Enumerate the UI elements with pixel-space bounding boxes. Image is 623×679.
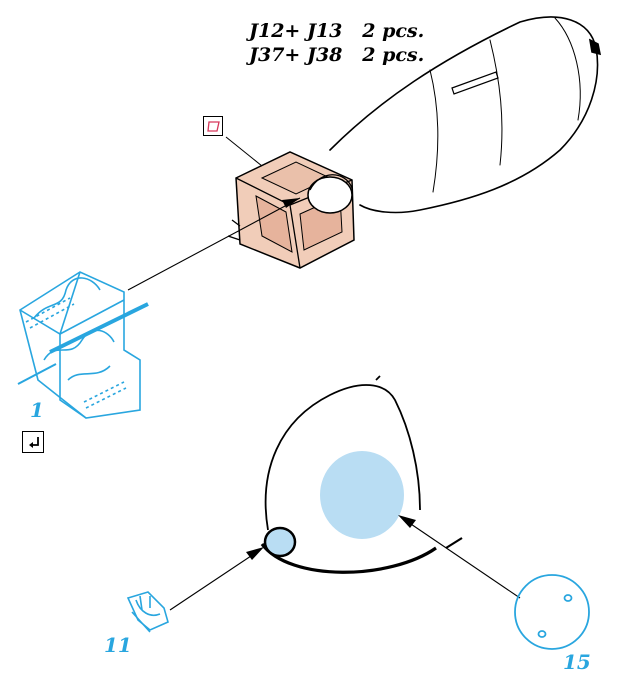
part-15-disc (514, 574, 590, 650)
nose-cone (260, 375, 463, 574)
leader-line-part-15 (404, 519, 521, 599)
tail-fin-assembly (227, 151, 355, 269)
part-number-1: 1 (30, 398, 44, 422)
leader-line-part-11 (169, 549, 261, 611)
part-number-15: 15 (563, 650, 591, 674)
arrowhead-part-1 (282, 198, 300, 208)
part-count-line-1: J12+ J13 2 pcs. (249, 20, 425, 42)
bend-arrow-icon (22, 431, 44, 453)
arrowhead-part-15 (398, 515, 416, 528)
leader-line-paint (225, 136, 263, 167)
paint-swatch-icon (203, 116, 223, 136)
part-11-clip (126, 591, 169, 633)
part-1-fin (17, 271, 149, 419)
part-number-11: 11 (104, 633, 132, 657)
leader-line-part-1 (127, 197, 301, 291)
arrowhead-part-11 (246, 547, 264, 560)
bomb-body (329, 16, 602, 214)
part-count-line-2: J37+ J38 2 pcs. (249, 44, 425, 66)
